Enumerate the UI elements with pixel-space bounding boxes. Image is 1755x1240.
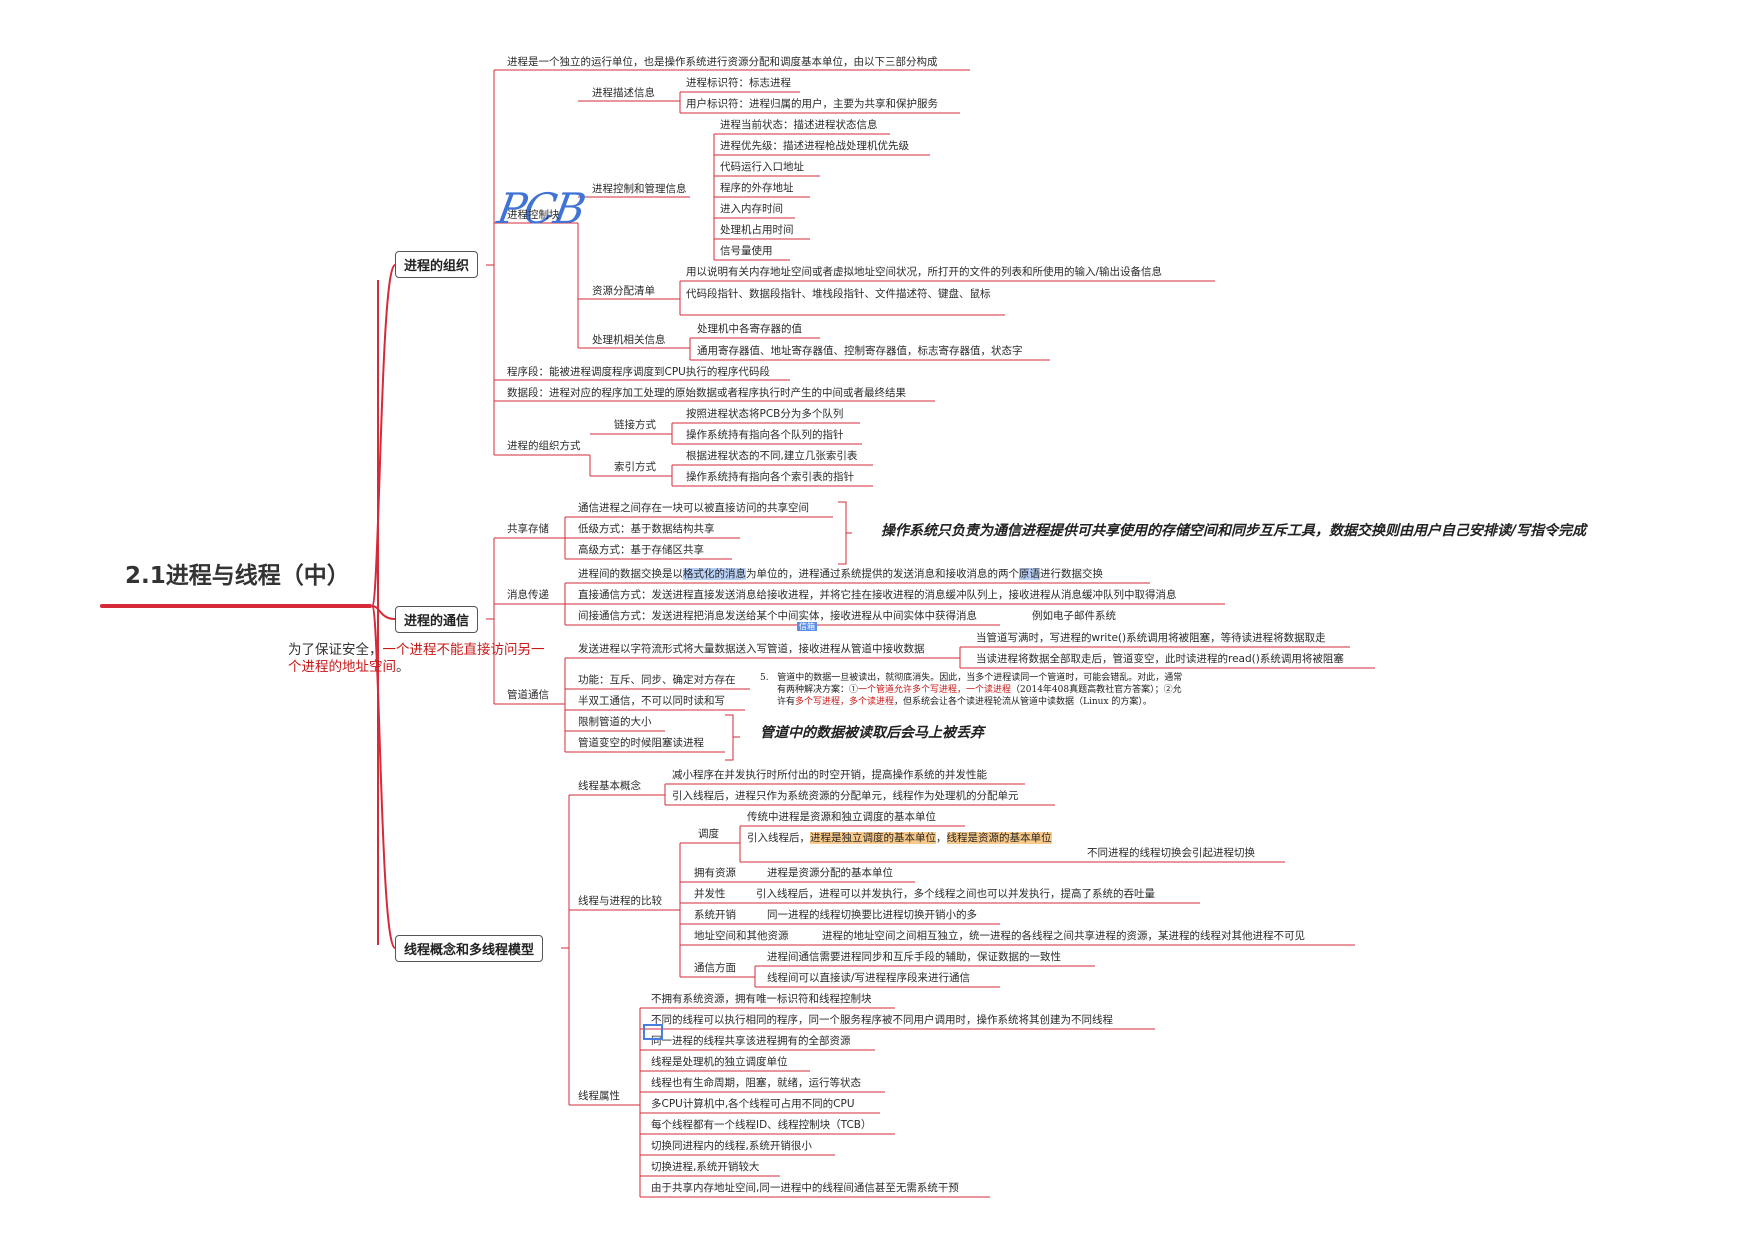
shared-emphasis: 操作系统只负责为通信进程提供可共享使用的存储空间和同步互斥工具，数据交换则由用户… xyxy=(881,523,1587,539)
attr-item: 不拥有系统资源，拥有唯一标识符和线程控制块 xyxy=(651,993,872,1005)
attr-item: 由于共享内存地址空间,同一进程中的线程间通信甚至无需系统干预 xyxy=(651,1182,959,1194)
mailbox-tag: 信箱 xyxy=(797,622,817,631)
attr-item: 切换进程,系统开销较大 xyxy=(651,1161,760,1173)
connector xyxy=(725,714,740,761)
sched-item: 不同进程的线程切换会引起进程切换 xyxy=(1087,847,1255,859)
desc-item: 进程标识符：标志进程 xyxy=(686,77,791,89)
sched-item-highlight: 引入线程后，进程是独立调度的基本单位，线程是资源的基本单位 xyxy=(747,832,1052,844)
res-item: 用以说明有关内存地址空间或者虚拟地址空间状况，所打开的文件的列表和所使用的输入/… xyxy=(686,266,1163,278)
compare-key: 拥有资源 xyxy=(694,867,736,879)
ctrl-item: 处理机占用时间 xyxy=(720,224,794,236)
link-item: 按照进程状态将PCB分为多个队列 xyxy=(686,408,844,420)
attr-item: 不同的线程可以执行相同的程序，同一个服务程序被不同用户调用时，操作系统将其创建为… xyxy=(651,1014,1113,1026)
section-process-communication[interactable]: 进程的通信 xyxy=(395,606,479,633)
msg-indirect: 间接通信方式：发送进程把消息发送给某个中间实体，接收进程从中间实体中获得消息 xyxy=(578,610,977,622)
data-segment: 数据段：进程对应的程序加工处理的原始数据或者程序执行时产生的中间或者最终结果 xyxy=(507,387,906,399)
msg-item-format: 进程间的数据交换是以格式化的消息为单位的，进程通过系统提供的发送消息和接收消息的… xyxy=(578,568,1103,580)
compare-key: 并发性 xyxy=(694,888,726,900)
root-title: 2.1进程与线程（中） xyxy=(125,563,350,589)
connector xyxy=(486,538,495,704)
res-item: 代码段指针、数据段指针、堆栈段指针、文件描述符、键盘、鼠标 xyxy=(686,288,991,300)
cpu-item: 通用寄存器值、地址寄存器值、控制寄存器值，标志寄存器值，状态字 xyxy=(697,345,1023,357)
ctrl-item: 程序的外存地址 xyxy=(720,182,794,194)
index-label: 索引方式 xyxy=(614,461,656,473)
attr-item: 线程也有生命周期，阻塞，就绪，运行等状态 xyxy=(651,1077,861,1089)
ctrl-item: 代码运行入口地址 xyxy=(720,161,804,173)
attr-item: 每个线程都有一个线程ID、线程控制块（TCB） xyxy=(651,1119,872,1131)
msg-label: 消息传递 xyxy=(507,589,549,601)
attr-item: 同一进程的线程共享该进程拥有的全部资源 xyxy=(651,1035,851,1047)
connector xyxy=(371,605,396,949)
attr-item: 多CPU计算机中,各个线程可占用不同的CPU xyxy=(651,1098,855,1110)
link-item: 操作系统持有指向各个队列的指针 xyxy=(686,429,844,441)
compare-value: 进程是资源分配的基本单位 xyxy=(767,867,893,879)
basic-item: 引入线程后，进程只作为系统资源的分配单元，线程作为处理机的分配单元 xyxy=(672,790,1019,802)
compare-value: 同一进程的线程切换要比进程切换开销小的多 xyxy=(767,909,977,921)
shared-item: 低级方式：基于数据结构共享 xyxy=(578,523,715,535)
link-label: 链接方式 xyxy=(614,419,656,431)
index-item: 操作系统持有指向各个索引表的指针 xyxy=(686,471,854,483)
attr-item: 切换同进程内的线程,系统开销很小 xyxy=(651,1140,812,1152)
program-segment: 程序段：能被进程调度程序调度到CPU执行的程序代码段 xyxy=(507,366,770,378)
connector xyxy=(371,605,396,620)
shared-item: 高级方式：基于存储区共享 xyxy=(578,544,704,556)
comm-item: 进程间通信需要进程同步和互斥手段的辅助，保证数据的一致性 xyxy=(767,951,1061,963)
section-thread-model[interactable]: 线程概念和多线程模型 xyxy=(395,935,544,962)
attr-item: 线程是处理机的独立调度单位 xyxy=(651,1056,788,1068)
connector xyxy=(838,501,852,565)
pipe-note: 5. 管道中的数据一旦被读出，就彻底消失。因此，当多个进程读同一个管道时，可能会… xyxy=(760,673,1183,707)
compare-label: 线程与进程的比较 xyxy=(578,895,662,907)
comm-label: 通信方面 xyxy=(694,962,736,974)
attrs-label: 线程属性 xyxy=(578,1090,620,1102)
pipe-main: 发送进程以字符流形式将大量数据送入写管道，接收进程从管道中接收数据 xyxy=(578,643,925,655)
compare-key: 地址空间和其他资源 xyxy=(694,930,789,942)
pcb-label: 进程控制块 xyxy=(507,209,560,221)
desc-item: 用户标识符：进程归属的用户，主要为共享和保护服务 xyxy=(686,98,938,110)
pipe-item: 限制管道的大小 xyxy=(578,716,652,728)
msg-indirect-example: 例如电子邮件系统 xyxy=(1032,610,1116,622)
pipe-item: 功能：互斥、同步、确定对方存在 xyxy=(578,674,736,686)
connector xyxy=(371,264,396,607)
cpu-label: 处理机相关信息 xyxy=(592,334,666,346)
pipe-item: 半双工通信，不可以同时读和写 xyxy=(578,695,725,707)
compare-key: 系统开销 xyxy=(694,909,736,921)
shared-label: 共享存储 xyxy=(507,523,549,535)
pipe-full: 当管道写满时，写进程的write()系统调用将被阻塞，等待读进程将数据取走 xyxy=(976,632,1326,644)
comm-item: 线程间可以直接读/写进程程序段来进行通信 xyxy=(767,972,971,984)
ctrl-item: 进程当前状态：描述进程状态信息 xyxy=(720,119,878,131)
pipe-item: 管道变空的时候阻塞读进程 xyxy=(578,737,704,749)
ctrl-item: 进程优先级：描述进程枪战处理机优先级 xyxy=(720,140,909,152)
sched-item: 传统中进程是资源和独立调度的基本单位 xyxy=(747,811,936,823)
handwritten-box-mark xyxy=(643,1024,663,1040)
index-item: 根据进程状态的不同,建立几张索引表 xyxy=(686,450,858,462)
shared-item: 通信进程之间存在一块可以被直接访问的共享空间 xyxy=(578,502,809,514)
pipe-emphasis: 管道中的数据被读取后会马上被丢弃 xyxy=(760,725,984,741)
pipe-label: 管道通信 xyxy=(507,689,549,701)
org-intro: 进程是一个独立的运行单位，也是操作系统进行资源分配和调度基本单位，由以下三部分构… xyxy=(507,56,938,68)
msg-direct: 直接通信方式：发送进程直接发送消息给接收进程，并将它挂在接收进程的消息缓冲队列上… xyxy=(578,589,1177,601)
pipe-empty: 当读进程将数据全部取走后，管道变空，此时读进程的read()系统调用将被阻塞 xyxy=(976,653,1344,665)
compare-value: 引入线程后，进程可以并发执行，多个线程之间也可以并发执行，提高了系统的吞吐量 xyxy=(756,888,1155,900)
methods-label: 进程的组织方式 xyxy=(507,440,581,452)
ctrl-item: 进入内存时间 xyxy=(720,203,783,215)
basic-label: 线程基本概念 xyxy=(578,780,641,792)
section-process-organization[interactable]: 进程的组织 xyxy=(395,251,479,278)
cpu-item: 处理机中各寄存器的值 xyxy=(697,323,802,335)
compare-value: 进程的地址空间之间相互独立，统一进程的各线程之间共享进程的资源，某进程的线程对其… xyxy=(822,930,1305,942)
basic-item: 减小程序在并发执行时所付出的时空开销，提高操作系统的并发性能 xyxy=(672,769,987,781)
res-label: 资源分配清单 xyxy=(592,285,655,297)
connector xyxy=(561,795,570,1105)
ctrl-item: 信号量使用 xyxy=(720,245,773,257)
sched-label: 调度 xyxy=(698,828,719,840)
desc-label: 进程描述信息 xyxy=(592,87,655,99)
side-note: 为了保证安全，一个进程不能直接访问另一个进程的地址空间。 xyxy=(288,642,545,675)
ctrl-label: 进程控制和管理信息 xyxy=(592,183,687,195)
root-underline xyxy=(100,604,372,608)
